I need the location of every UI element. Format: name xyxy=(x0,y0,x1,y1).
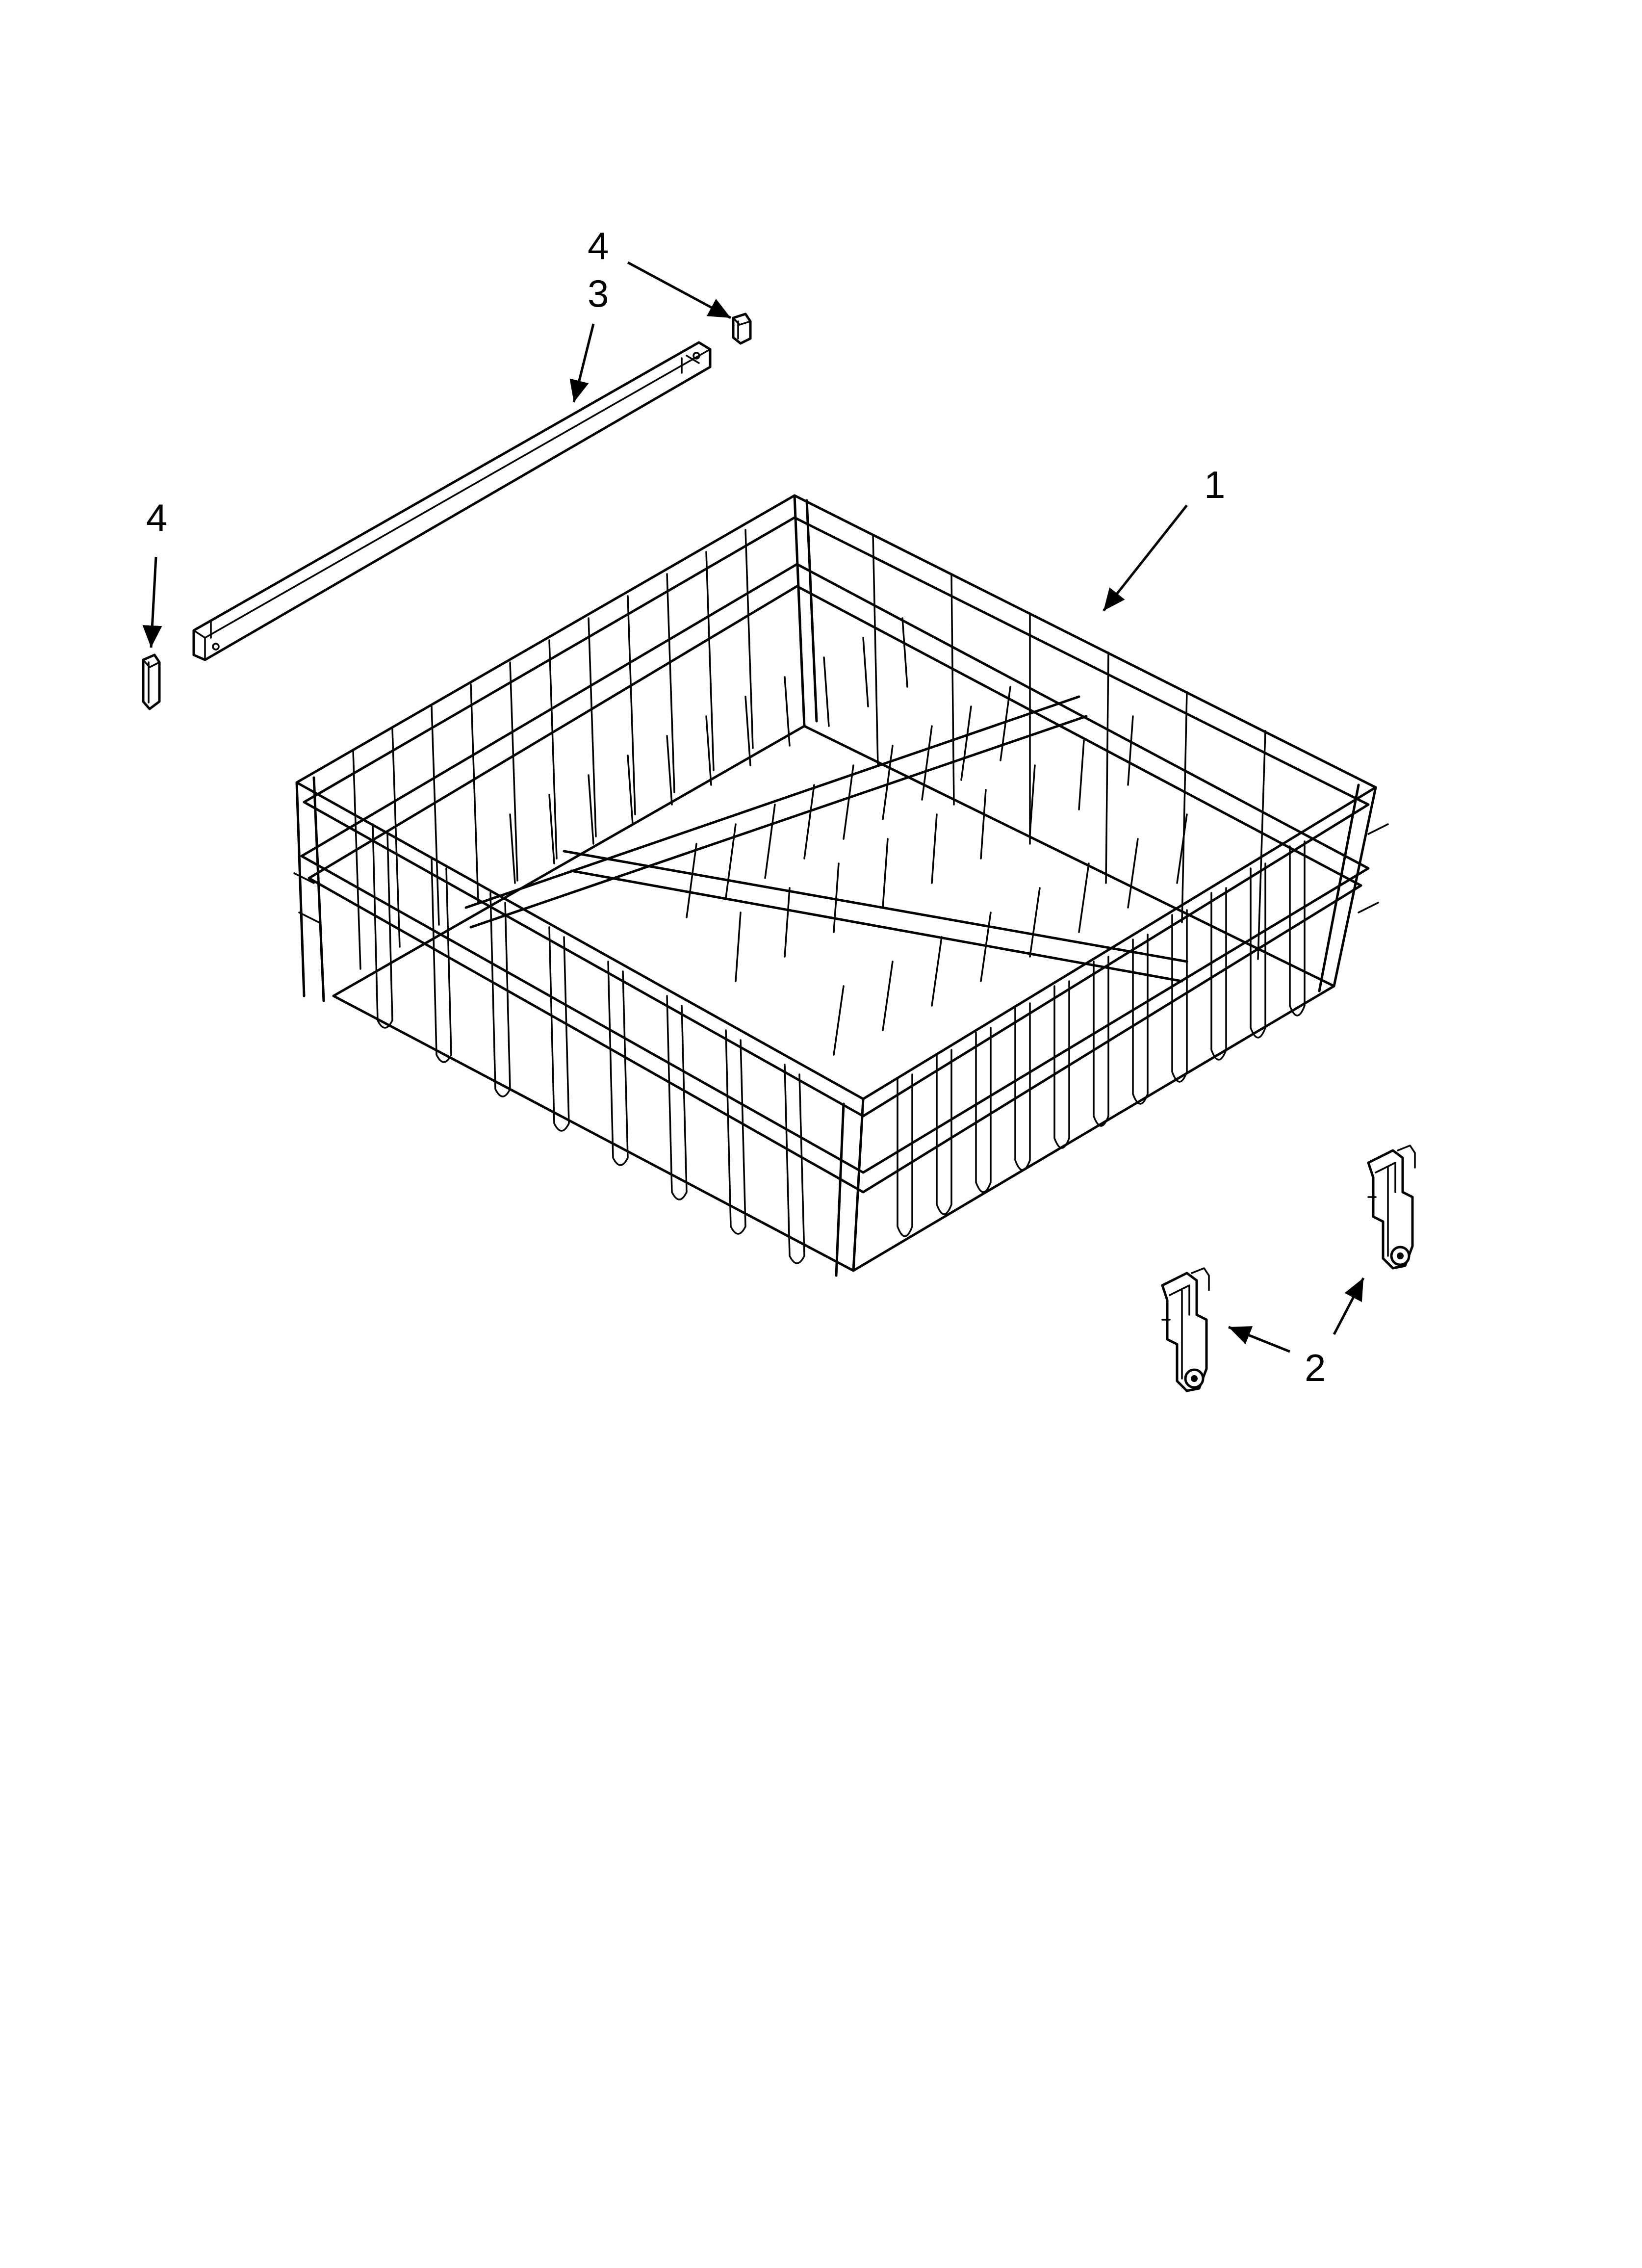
rack-track xyxy=(192,341,712,661)
leader-3 xyxy=(569,323,595,403)
rack-roller-adjuster-left xyxy=(1161,1267,1210,1392)
rack-roller-adjuster-right xyxy=(1367,1145,1416,1270)
callout-label-2: 2 xyxy=(1305,1346,1326,1389)
leader-4a xyxy=(627,261,732,319)
leader-4b xyxy=(142,556,162,648)
callout-label-1: 1 xyxy=(1204,463,1225,506)
track-stop-right xyxy=(732,313,752,345)
callout-label-3: 3 xyxy=(588,272,609,315)
leader-2b xyxy=(1333,1277,1365,1335)
upper-dishrack xyxy=(293,494,1389,1277)
callout-label-4-top: 4 xyxy=(588,224,609,267)
callout-label-4-left: 4 xyxy=(146,496,167,539)
leader-1 xyxy=(1103,504,1188,612)
interior-tines xyxy=(509,617,1188,1056)
track-stop-left xyxy=(142,653,161,710)
leader-2a xyxy=(1228,1326,1290,1353)
